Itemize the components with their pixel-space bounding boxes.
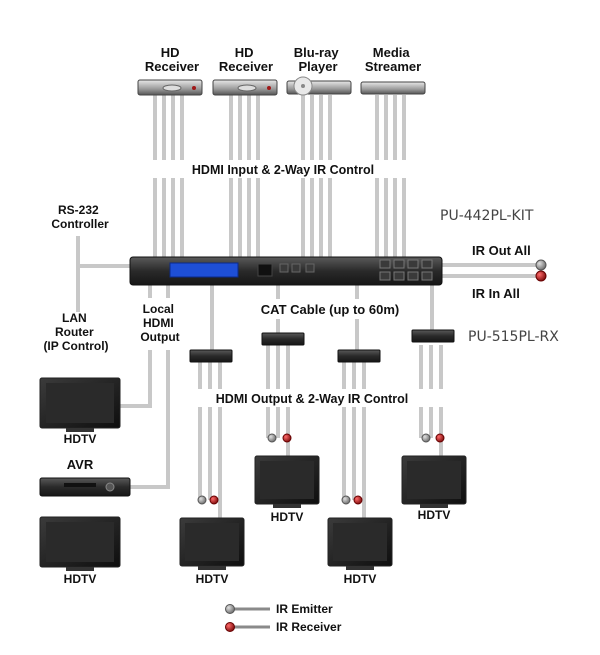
label-bluray-l1: Blu-ray: [294, 45, 340, 60]
label-hdtv-rx-4: HDTV: [418, 508, 451, 522]
label-local-hdmi-l1: Local: [143, 302, 174, 316]
label-ir-out-all: IR Out All: [472, 243, 531, 258]
ir-nodes: [197, 433, 445, 505]
labels: HD Receiver HD Receiver Blu-ray Player M…: [43, 45, 559, 586]
label-local-hdmi-l3: Output: [140, 330, 179, 344]
label-avr: AVR: [67, 457, 94, 472]
legend-ir-receiver-icon: [225, 622, 235, 632]
legend-ir-emitter-label: IR Emitter: [276, 602, 333, 616]
ir-in-all-receiver: [535, 270, 547, 282]
bluray-player-device: [286, 76, 352, 96]
hdtv-rx-3: [327, 517, 393, 570]
hdtv-rx-4: [401, 455, 467, 508]
label-lan-router-l1: LAN: [62, 311, 87, 325]
receiver-1: [189, 349, 233, 363]
label-hdmi-output: HDMI Output & 2-Way IR Control: [216, 392, 409, 406]
label-media-streamer: Media Streamer: [365, 45, 421, 74]
receiver-4: [411, 329, 455, 343]
label-media-streamer-l2: Streamer: [365, 59, 421, 74]
hd-receiver-1-device: [137, 79, 203, 96]
hdtv-rx-2: [254, 455, 320, 508]
media-streamer-device: [360, 81, 426, 95]
label-hd-receiver-2-l1: HD: [235, 45, 254, 60]
label-hd-receiver-2: HD Receiver: [219, 45, 273, 74]
label-hdtv-rx-3: HDTV: [344, 572, 377, 586]
label-bluray: Blu-ray Player: [294, 45, 342, 74]
hdtv-rx-1: [179, 517, 245, 570]
label-hdmi-input: HDMI Input & 2-Way IR Control: [192, 163, 374, 177]
label-hd-receiver-1-l2: Receiver: [145, 59, 199, 74]
hd-receiver-2-device: [212, 79, 278, 96]
label-hdtv-rx-2: HDTV: [271, 510, 304, 524]
label-rs232-l2: Controller: [51, 217, 109, 231]
label-lan-router-l3: (IP Control): [43, 339, 108, 353]
matrix-lcd: [169, 262, 239, 278]
hdtv-local: [39, 377, 121, 432]
label-bluray-l2: Player: [298, 59, 337, 74]
label-local-hdmi-l2: HDMI: [143, 316, 174, 330]
label-cat-cable: CAT Cable (up to 60m): [261, 302, 399, 317]
ir-window: [257, 263, 273, 277]
matrix-switcher: [129, 256, 443, 286]
label-hdtv-local: HDTV: [64, 432, 97, 446]
legend-ir-emitter-icon: [225, 604, 235, 614]
label-ir-in-all: IR In All: [472, 286, 520, 301]
hdmi-output-band: [180, 389, 448, 407]
label-rs232-l1: RS-232: [58, 203, 99, 217]
local-hdmi-band: [132, 298, 188, 350]
label-hd-receiver-1-l1: HD: [161, 45, 180, 60]
receiver-3: [337, 349, 381, 363]
label-rs232: RS-232 Controller: [51, 203, 109, 231]
legend-ir-receiver-label: IR Receiver: [276, 620, 342, 634]
label-hdtv-avr: HDTV: [64, 572, 97, 586]
hdmi-input-band: [152, 160, 414, 178]
label-hd-receiver-2-l2: Receiver: [219, 59, 273, 74]
label-kit-model: PU-442PL-KIT: [440, 208, 534, 224]
legend: IR Emitter IR Receiver: [225, 602, 342, 634]
hdtv-avr: [39, 516, 121, 571]
label-local-hdmi: Local HDMI Output: [140, 302, 179, 344]
receiver-2: [261, 332, 305, 346]
label-media-streamer-l1: Media: [373, 45, 411, 60]
cat-cable-band: [246, 299, 416, 319]
label-hd-receiver-1: HD Receiver: [145, 45, 199, 74]
label-hdtv-rx-1: HDTV: [196, 572, 229, 586]
label-lan-router: LAN Router (IP Control): [43, 311, 108, 353]
label-lan-router-l2: Router: [55, 325, 94, 339]
label-rx-model: PU-515PL-RX: [468, 329, 559, 345]
ir-out-all-emitter: [535, 259, 547, 271]
avr-device: [39, 477, 131, 497]
